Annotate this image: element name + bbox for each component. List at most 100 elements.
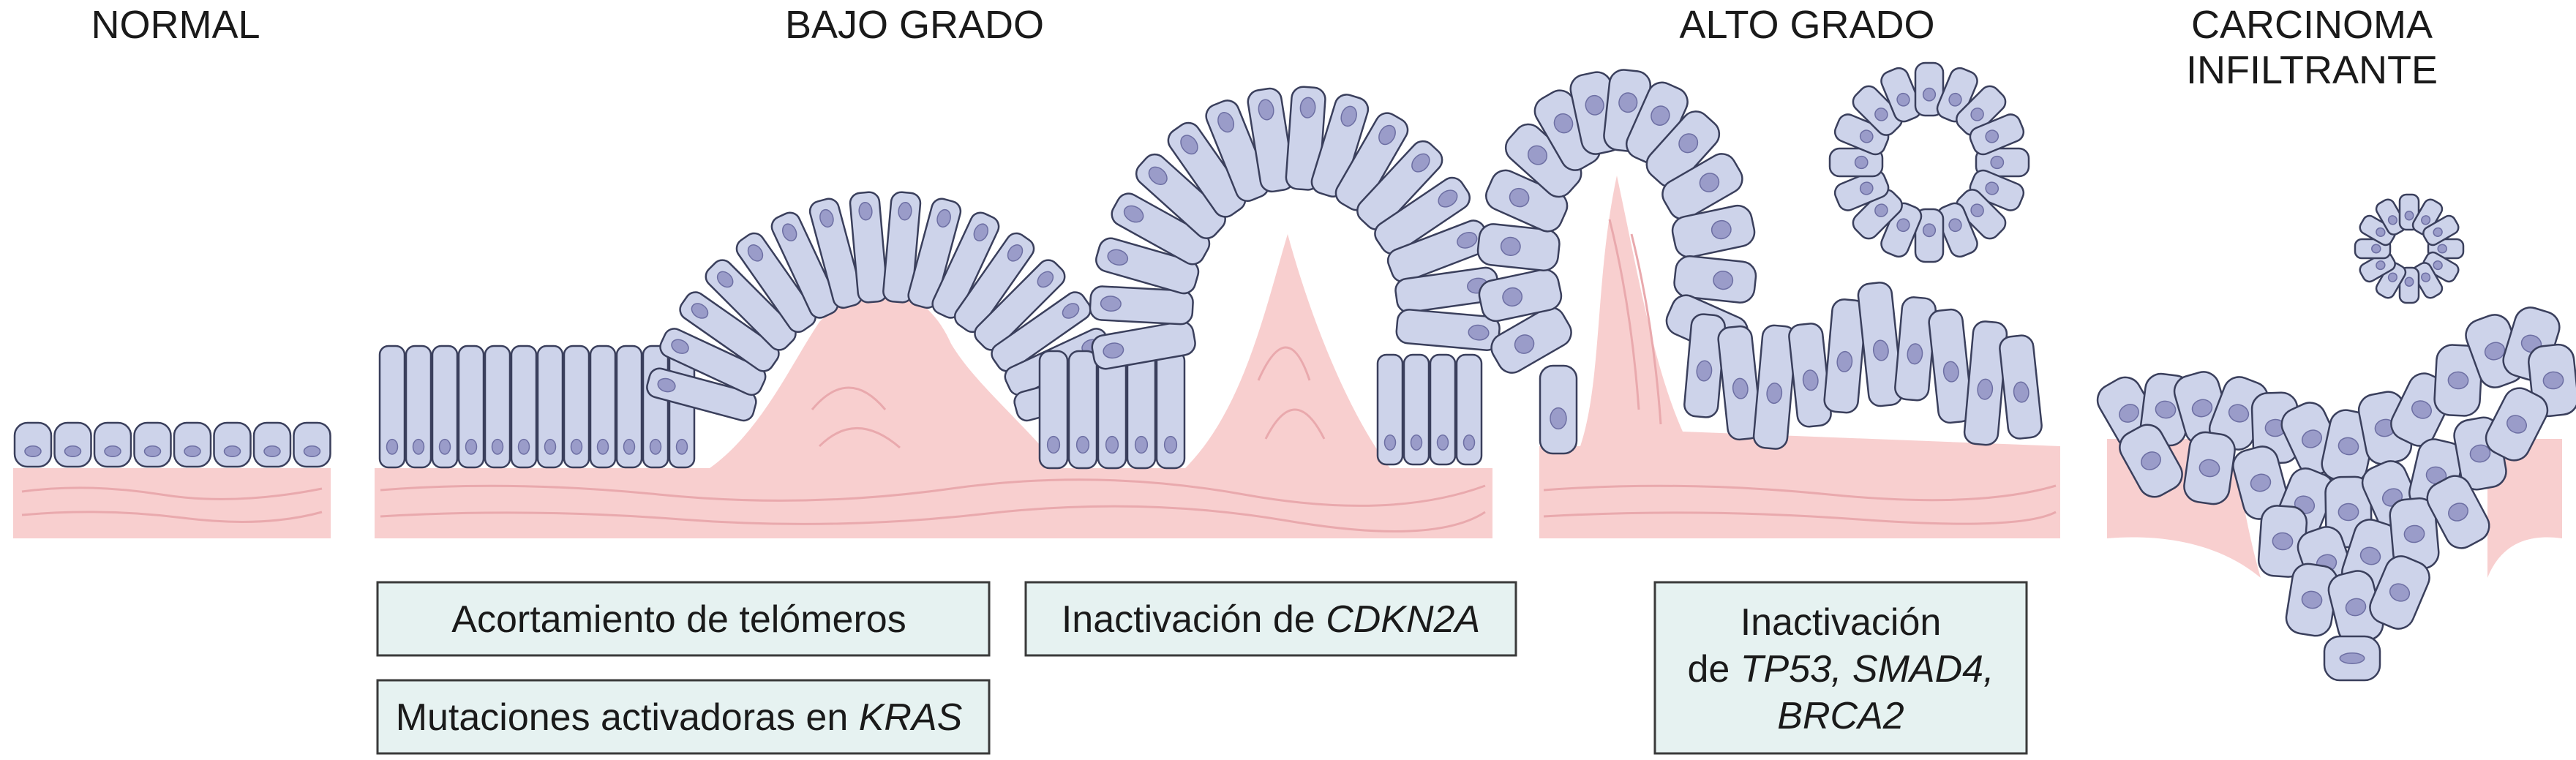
epithelial-cell (2285, 563, 2339, 637)
epithelial-cell (1374, 176, 1471, 255)
cell-nucleus (1180, 135, 1198, 155)
epithelial-cell (1661, 153, 1743, 220)
epithelial-cell (642, 345, 669, 469)
cell-nucleus (716, 271, 734, 288)
box-kras-text: Mutaciones activadoras en KRAS (396, 696, 963, 739)
cell-nucleus (1896, 218, 1910, 233)
cell-nucleus (1550, 407, 1567, 430)
cell-nucleus (303, 445, 321, 457)
cell-nucleus (2447, 371, 2469, 390)
epithelial-cell (882, 191, 922, 304)
epithelial-cell (431, 345, 459, 469)
cell-nucleus (898, 201, 912, 221)
low-grade-columnar-cells (378, 86, 1501, 470)
epithelial-cell (1833, 113, 1890, 156)
cell-nucleus (2448, 503, 2468, 522)
box-cdkn2a-gene: CDKN2A (1326, 598, 1480, 641)
epithelial-cell (1823, 298, 1867, 414)
epithelial-cell (679, 291, 780, 372)
epithelial-cell (1402, 353, 1430, 466)
high-grade-panel (1476, 61, 2060, 538)
epithelial-cell (93, 421, 132, 468)
epithelial-cell (1334, 112, 1409, 211)
cell-nucleus (1378, 124, 1396, 146)
box-tp53-line2-genes: TP53, SMAD4, (1741, 648, 1994, 691)
cell-nucleus (1100, 296, 1122, 312)
cell-nucleus (1163, 435, 1178, 454)
cell-nucleus (1922, 223, 1937, 238)
epithelial-cell (2422, 214, 2460, 247)
cell-nucleus (2376, 227, 2386, 237)
cell-nucleus (517, 438, 530, 455)
cell-nucleus (2389, 583, 2411, 602)
cell-nucleus (1874, 108, 1888, 121)
invasive-carcinoma-panel (2096, 193, 2576, 682)
epithelial-cell (735, 232, 817, 334)
epithelial-cell (1914, 208, 1945, 263)
epithelial-cell (1089, 285, 1194, 326)
box-kras-gene: KRAS (859, 696, 963, 739)
epithelial-cell (1485, 169, 1569, 233)
cell-nucleus (570, 438, 583, 455)
epithelial-cell (484, 345, 511, 469)
cell-nucleus (1217, 112, 1235, 133)
cell-nucleus (2404, 211, 2414, 221)
epithelial-cell (1386, 219, 1490, 283)
cell-nucleus (1990, 155, 2005, 170)
epithelial-cell (1999, 334, 2043, 440)
epithelial-cell (907, 197, 962, 309)
cell-nucleus (2387, 272, 2397, 282)
cell-nucleus (1985, 129, 1999, 143)
epithelial-cell (1928, 308, 1973, 424)
title-invasive-line2: INFILTRANTE (2186, 48, 2438, 92)
epithelial-cell (1752, 324, 1798, 450)
cell-nucleus (412, 438, 425, 455)
epithelial-cell (974, 259, 1066, 351)
epithelial-cell (1376, 353, 1404, 466)
epithelial-cell (2323, 635, 2381, 682)
epithelial-cell (615, 345, 643, 469)
title-low-grade: BAJO GRADO (785, 3, 1044, 47)
epithelial-cell (293, 421, 331, 468)
epithelial-cell (1395, 309, 1501, 351)
cell-nucleus (1509, 187, 1530, 208)
cell-nucleus (1383, 434, 1397, 451)
cell-nucleus (2013, 381, 2029, 403)
cell-nucleus (2359, 546, 2381, 565)
cell-nucleus (1553, 113, 1574, 134)
epithelial-cell (2369, 555, 2430, 630)
epithelial-cell (1067, 350, 1098, 470)
epithelial-cell (991, 291, 1092, 372)
epithelial-cell (405, 345, 432, 469)
cell-nucleus (24, 445, 42, 457)
cell-nucleus (1062, 303, 1080, 319)
cell-nucleus (2228, 404, 2250, 423)
epithelial-cell (1625, 81, 1689, 165)
epithelial-cell (1356, 140, 1443, 230)
box-tp53-line2: de TP53, SMAD4, (1687, 648, 1994, 691)
epithelial-cell (1963, 320, 2008, 446)
cell-nucleus (623, 438, 636, 455)
cell-nucleus (657, 377, 676, 393)
cell-nucleus (691, 303, 709, 319)
epithelial-cell (2426, 475, 2490, 549)
epithelial-cell (1247, 87, 1295, 193)
epithelial-cell (705, 259, 797, 351)
cell-nucleus (1468, 324, 1490, 341)
cell-nucleus (1859, 181, 1874, 195)
cell-nucleus (1107, 249, 1129, 266)
epithelial-cell (1969, 169, 2025, 211)
cell-nucleus (465, 438, 478, 455)
cell-nucleus (2411, 400, 2433, 419)
epithelial-cell (1478, 268, 1563, 323)
cell-nucleus (2301, 590, 2323, 609)
cell-nucleus (1948, 218, 1962, 233)
cell-nucleus (1007, 244, 1024, 262)
cell-nucleus (386, 438, 399, 455)
cell-nucleus (184, 445, 201, 457)
box-tp53-line3: BRCA2 (1777, 695, 1904, 737)
cell-nucleus (1696, 360, 1713, 382)
cell-nucleus (1872, 339, 1889, 361)
cell-nucleus (2272, 532, 2294, 551)
